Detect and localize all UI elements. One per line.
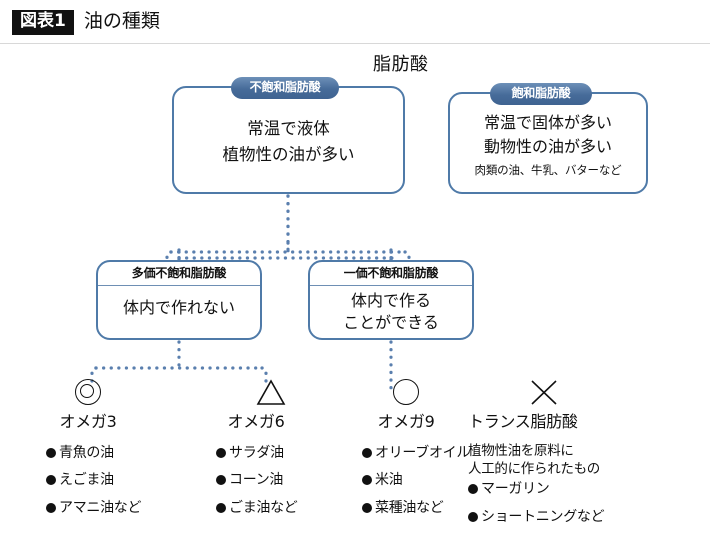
bullet-icon bbox=[362, 502, 372, 513]
list-item-text: 青魚の油 bbox=[59, 445, 114, 461]
list-item-text: 米油 bbox=[375, 472, 403, 489]
column-trans-fat-lead-line1: 植物性油を原料に bbox=[468, 443, 574, 459]
header-divider bbox=[0, 43, 710, 44]
card-saturated-note: 肉類の油、牛乳、バターなど bbox=[474, 163, 622, 177]
list-item: オリーブオイル bbox=[362, 445, 494, 461]
column-omega9-symbol bbox=[318, 378, 494, 406]
column-omega6: オメガ6 サラダ油 コーン油 ごま油など bbox=[168, 378, 344, 528]
column-omega3: オメガ3 青魚の油 えごま油 アマニ油など bbox=[0, 378, 176, 528]
bullet-icon bbox=[216, 448, 226, 458]
card-saturated: 常温で固体が多い 動物性の油が多い 肉類の油、牛乳、バターなど bbox=[448, 92, 648, 194]
list-item: 菜種油など bbox=[362, 499, 494, 516]
card-monounsaturated-line1: 体内で作る bbox=[350, 291, 431, 310]
card-monounsaturated-body: 体内で作る ことができる bbox=[310, 290, 472, 335]
bullet-icon bbox=[362, 448, 372, 458]
card-unsaturated: 常温で液体 植物性の油が多い bbox=[172, 86, 405, 194]
card-polyunsaturated-line1: 体内で作れない bbox=[122, 298, 235, 317]
column-trans-fat-symbol bbox=[468, 378, 688, 406]
list-item-text: サラダ油 bbox=[229, 445, 284, 461]
list-item-text: アマニ油など bbox=[59, 499, 142, 516]
double-circle-icon bbox=[75, 379, 101, 405]
list-item-text: オリーブオイル bbox=[375, 445, 471, 461]
bullet-icon bbox=[46, 448, 56, 458]
list-item-text: 菜種油など bbox=[375, 499, 444, 516]
card-polyunsaturated-body: 体内で作れない bbox=[98, 296, 260, 319]
bullet-icon bbox=[468, 511, 478, 522]
card-monounsaturated-head: 一価不飽和脂肪酸 bbox=[310, 262, 472, 286]
list-item-text: ショートニングなど bbox=[481, 508, 605, 525]
list-item-text: マーガリン bbox=[481, 481, 550, 498]
list-item: コーン油 bbox=[216, 473, 344, 488]
card-unsaturated-body: 常温で液体 植物性の油が多い bbox=[174, 116, 403, 167]
list-item-text: コーン油 bbox=[229, 472, 284, 489]
column-trans-fat: トランス脂肪酸 植物性油を原料に 人工的に作られたもの マーガリン ショートニン… bbox=[468, 378, 688, 537]
bullet-icon bbox=[46, 502, 56, 513]
column-trans-fat-lead-line2: 人工的に作られたもの bbox=[468, 461, 600, 478]
circle-icon bbox=[393, 379, 419, 405]
card-polyunsaturated: 多価不飽和脂肪酸 体内で作れない bbox=[96, 260, 262, 340]
list-item: マーガリン bbox=[468, 482, 688, 497]
list-item-text: えごま油 bbox=[59, 472, 114, 489]
column-trans-fat-label: トランス脂肪酸 bbox=[468, 412, 578, 431]
cross-icon bbox=[529, 379, 559, 406]
card-saturated-line1: 常温で固体が多い bbox=[483, 113, 612, 132]
card-unsaturated-line1: 常温で液体 bbox=[247, 119, 330, 138]
column-omega9-label: オメガ9 bbox=[377, 412, 435, 431]
page-title: 油の種類 bbox=[83, 10, 160, 33]
column-omega6-symbol bbox=[168, 378, 344, 406]
list-item-text: ごま油など bbox=[229, 499, 298, 516]
card-saturated-body: 常温で固体が多い 動物性の油が多い 肉類の油、牛乳、バターなど bbox=[450, 111, 646, 179]
bullet-icon bbox=[468, 484, 478, 495]
column-omega9-list: オリーブオイル 米油 菜種油など bbox=[318, 445, 494, 516]
triangle-icon bbox=[241, 379, 286, 405]
column-trans-fat-list: マーガリン ショートニングなど bbox=[468, 482, 688, 525]
figure-header: 図表1 油の種類 bbox=[12, 10, 160, 35]
bullet-icon bbox=[216, 475, 226, 486]
list-item: えごま油 bbox=[46, 473, 176, 488]
card-polyunsaturated-head: 多価不飽和脂肪酸 bbox=[98, 262, 260, 286]
bullet-icon bbox=[362, 475, 372, 486]
list-item: 青魚の油 bbox=[46, 445, 176, 461]
card-unsaturated-line2: 植物性の油が多い bbox=[222, 144, 355, 164]
root-node-label: 脂肪酸 bbox=[373, 54, 429, 75]
column-omega9: オメガ9 オリーブオイル 米油 菜種油など bbox=[318, 378, 494, 528]
column-omega6-label: オメガ6 bbox=[227, 412, 285, 431]
column-trans-fat-lead: 植物性油を原料に 人工的に作られたもの bbox=[468, 442, 688, 478]
list-item: 米油 bbox=[362, 473, 494, 488]
list-item: ごま油など bbox=[216, 499, 344, 516]
column-omega6-list: サラダ油 コーン油 ごま油など bbox=[168, 445, 344, 516]
list-item: ショートニングなど bbox=[468, 508, 688, 525]
badge-saturated: 飽和脂肪酸 bbox=[490, 83, 592, 105]
bullet-icon bbox=[216, 502, 226, 513]
bullet-icon bbox=[46, 475, 56, 486]
card-monounsaturated-line2: ことができる bbox=[343, 313, 439, 333]
column-omega3-list: 青魚の油 えごま油 アマニ油など bbox=[0, 445, 176, 516]
card-saturated-line2: 動物性の油が多い bbox=[483, 137, 612, 156]
list-item: アマニ油など bbox=[46, 499, 176, 516]
badge-unsaturated: 不飽和脂肪酸 bbox=[231, 77, 339, 99]
card-monounsaturated: 一価不飽和脂肪酸 体内で作る ことができる bbox=[308, 260, 474, 340]
column-omega3-symbol bbox=[0, 378, 176, 406]
figure-number-tag: 図表1 bbox=[12, 10, 74, 35]
column-omega3-label: オメガ3 bbox=[59, 412, 117, 431]
list-item: サラダ油 bbox=[216, 445, 344, 461]
